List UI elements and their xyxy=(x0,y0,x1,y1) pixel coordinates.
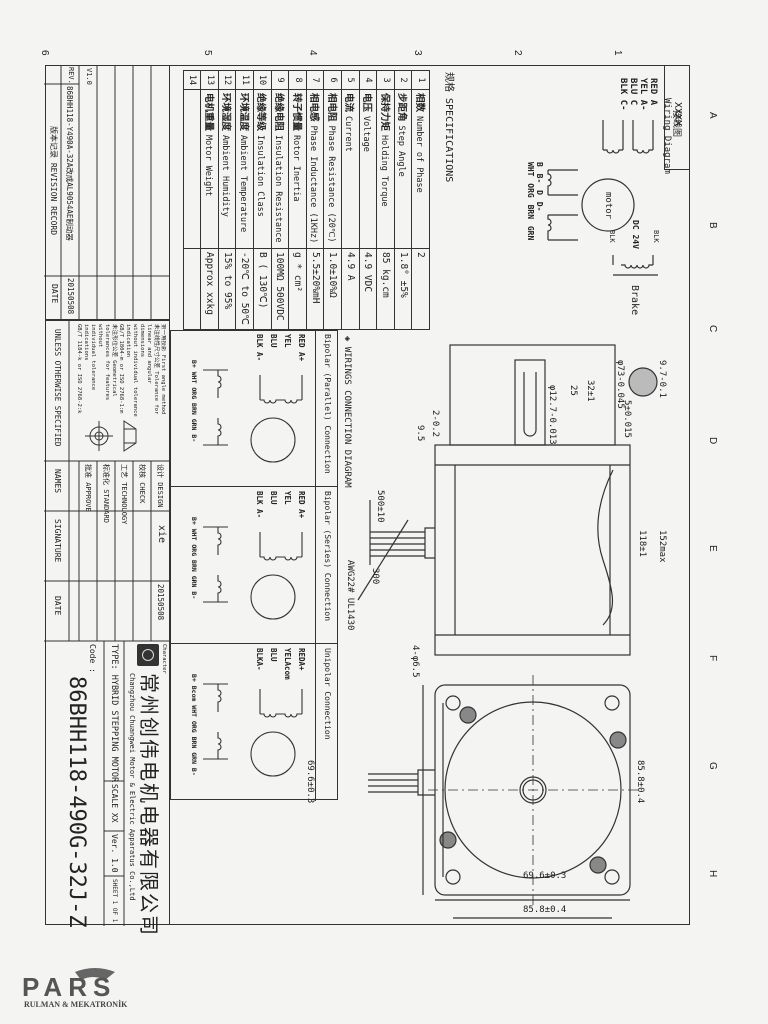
motor-symbol xyxy=(250,417,296,463)
rev-date-header: DATE xyxy=(50,284,59,304)
role-label: 设计 DESIGN xyxy=(156,464,164,508)
tolerance-note: GB/T 1184-k or ISO 2768-2:k xyxy=(76,324,82,414)
company-name-en: Changzhou Chuangwei Motor & Electric App… xyxy=(128,673,136,901)
dim-square-v: 85.8±0.4 xyxy=(635,760,645,803)
tolerance-note: individual tolerance indications xyxy=(83,324,96,391)
rev-desc: 86BHH118-Y490A-32A改成AL9054AE制动器 xyxy=(65,86,74,241)
product-type: TYPE: HYBRID STEPPING MOTOR xyxy=(109,644,119,783)
dim-key-height: 9.7-0.1 xyxy=(657,360,667,398)
product-code: 86BHH118-490G-32J-Z xyxy=(64,676,89,928)
rev-desc-header: 版本记录 REVISION RECORD xyxy=(49,126,58,236)
company-logo xyxy=(137,644,159,666)
rev-header: REV. xyxy=(67,67,75,84)
revision-block: REV. 版本记录 REVISION RECORD DATE 86BHH118-… xyxy=(44,65,170,321)
tolerance-note: 未注线性尺寸公差 Tolerance for linear and angula… xyxy=(139,324,159,415)
rev-date: 20150508 xyxy=(66,278,75,315)
dim-flange-dia: φ73-0.045 xyxy=(615,360,625,409)
logo-name: PARS xyxy=(22,972,117,1002)
code-label: Code : xyxy=(88,644,97,673)
version: Ver. 1.0 xyxy=(110,834,119,873)
design-date: 20150508 xyxy=(156,584,165,621)
tolerance-note: without individual tolerance indication xyxy=(125,324,138,417)
footer-spec: UNLESS OTHERWISE SPECIFIED xyxy=(53,329,62,447)
logo-tagline: RULMAN & MEKATRONİK xyxy=(24,1000,128,1009)
dim-flange-thk: 9.5 xyxy=(415,425,425,441)
role-label: 校核 CHECK xyxy=(138,464,146,504)
dim-lead-len: 500±10 xyxy=(375,490,385,523)
dim-shaft-dia: φ12.7-0.013 xyxy=(547,385,557,445)
dim-body-len: 118±1 xyxy=(637,530,647,557)
rev-number: V1.0 xyxy=(85,68,93,85)
dim-shaft-len: 32±1 xyxy=(585,380,595,402)
motor-symbol xyxy=(250,574,296,620)
dim-hole-pitch-v: 69.6±0.3 xyxy=(305,760,315,803)
footer-date: DATE xyxy=(53,596,62,616)
dim-key-len: 25 xyxy=(568,385,578,396)
sheet: SHEET 1 OF 1 xyxy=(111,879,118,923)
side-view xyxy=(357,344,658,656)
wiring-schematic xyxy=(547,120,658,276)
company-name-cn: 常州创伟电机电器有限公司 xyxy=(137,673,161,937)
role-label: 批准 APPROVE xyxy=(84,464,92,512)
tolerance-note: GB/T 1804-m or ISO 2768-1:m xyxy=(118,324,124,414)
motor-symbol xyxy=(250,731,296,777)
tolerance-note: 未注形位公差 Geometrical tolerances for featur… xyxy=(97,324,117,401)
front-view xyxy=(368,675,638,919)
dim-square-h: 85.8±0.4 xyxy=(523,905,566,915)
tolerance-note: 第一角投影 First angle method xyxy=(160,324,166,415)
wiring-diagram: 接线图 Wiring Diagram RED A YEL A- BLU C BL… xyxy=(478,70,688,330)
role-label: 工艺 TECHNOLOGY xyxy=(120,464,128,525)
dim-strip-len: 300 xyxy=(370,568,380,584)
character-label: Character xyxy=(161,644,167,674)
dim-boss: 2-0.2 xyxy=(430,410,440,437)
dim-holes: 4-φ6.5 xyxy=(410,645,420,678)
footer-names: NAMES xyxy=(53,469,62,494)
motor-symbol xyxy=(581,178,635,232)
scale: SCALE XX xyxy=(110,784,119,823)
designer-signature: xie xyxy=(156,525,167,544)
dim-total-len: 152max xyxy=(657,530,667,563)
role-label: 标准化 STANDARD xyxy=(102,464,110,523)
dim-wire: AWG22# UL1430 xyxy=(345,560,355,630)
pars-logo: PARS RULMAN & MEKATRONİK xyxy=(20,962,150,1012)
dim-hole-pitch-h: 69.6±0.3 xyxy=(523,871,566,881)
dim-key-width: 5±0.015 xyxy=(622,400,632,438)
footer-signature: SIGNATURE xyxy=(53,519,62,563)
